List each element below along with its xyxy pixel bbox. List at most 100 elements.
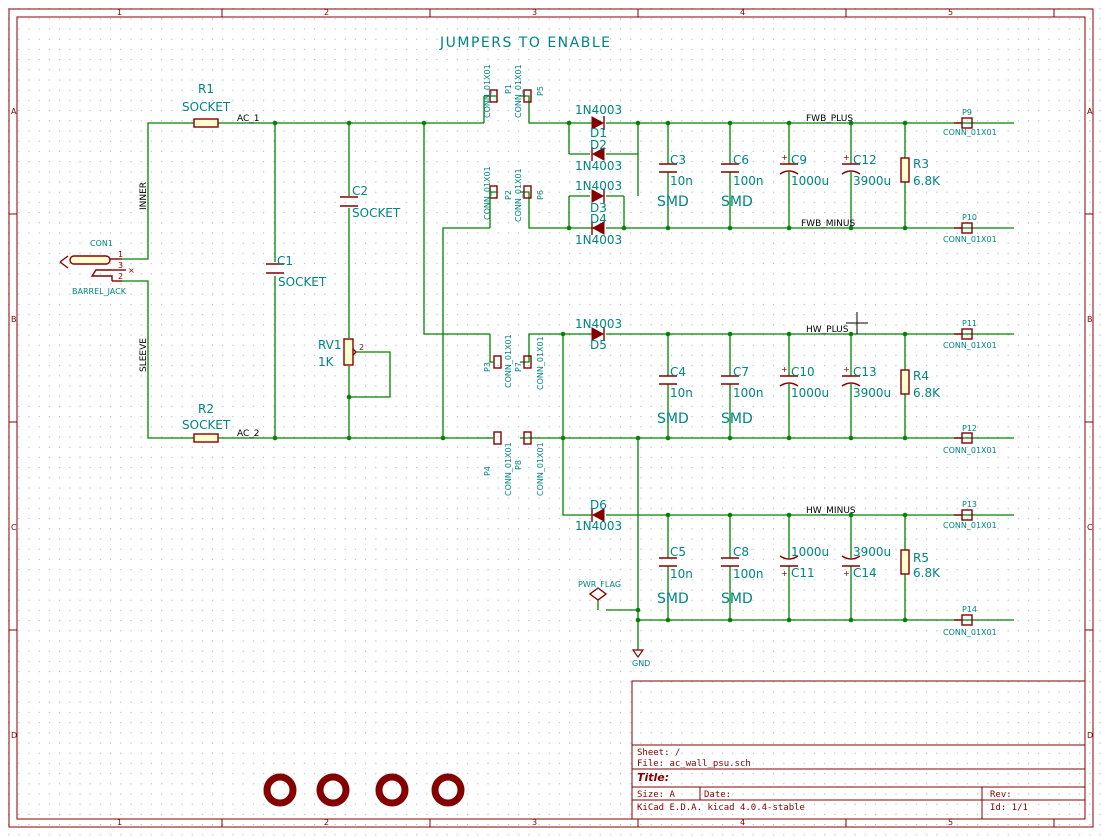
net-label-inner: INNER — [139, 182, 149, 210]
ruler-col-2-top: 2 — [324, 8, 329, 17]
svg-text:CONN_01X01: CONN_01X01 — [514, 64, 523, 118]
capacitor-c1[interactable]: C1 SOCKET — [266, 254, 327, 289]
diode-d5[interactable]: 1N4003 D5 — [575, 317, 622, 352]
net-label-hw-minus: HW_MINUS — [806, 506, 856, 516]
capacitor-c13[interactable]: + C13 3900u — [841, 365, 891, 400]
svg-text:100n: 100n — [733, 174, 764, 188]
net-label-ac1: AC_1 — [237, 114, 260, 124]
connector-p9[interactable]: P9 CONN_01X01 — [943, 108, 997, 137]
capacitor-c4[interactable]: C4 10n SMD — [657, 365, 693, 427]
capacitor-c2[interactable]: C2 SOCKET — [340, 184, 401, 220]
svg-text:C3: C3 — [670, 153, 686, 167]
tb-rev: Rev: — [990, 790, 1012, 800]
svg-text:+: + — [781, 569, 788, 578]
resistor-r2[interactable]: R2 SOCKET — [182, 402, 231, 443]
resistor-r3[interactable]: R3 6.8K — [900, 157, 941, 188]
svg-text:3: 3 — [118, 261, 123, 270]
connector-p11[interactable]: P11 CONN_01X01 — [943, 319, 997, 350]
capacitor-c3[interactable]: C3 10n SMD — [657, 153, 693, 210]
capacitor-c14[interactable]: + 3900u C14 — [841, 545, 891, 580]
resistor-r1[interactable]: R1 SOCKET — [182, 82, 231, 128]
svg-text:×: × — [128, 266, 135, 275]
svg-text:P3: P3 — [483, 362, 492, 372]
connector-p6[interactable]: CONN_01X01 P6 — [514, 168, 545, 222]
svg-text:P7: P7 — [514, 362, 523, 372]
capacitor-c8[interactable]: C8 100n SMD — [721, 545, 764, 607]
diode-d3[interactable]: 1N4003 D3 — [575, 179, 622, 215]
diode-d6[interactable]: D6 1N4003 — [575, 498, 622, 533]
diode-d4[interactable]: D4 1N4003 — [575, 212, 622, 247]
resistor-r5[interactable]: R5 6.8K — [900, 549, 941, 580]
ruler-col-1-top: 1 — [117, 8, 122, 17]
con1-value: BARREL_JACK — [72, 287, 127, 296]
barrel-jack-con1[interactable]: 1 3 2 × CON1 BARREL_JACK — [59, 239, 135, 296]
svg-text:CONN_01X01: CONN_01X01 — [504, 442, 513, 496]
connector-p7[interactable]: P7 CONN_01X01 — [514, 336, 545, 390]
svg-text:P2: P2 — [504, 190, 513, 200]
svg-text:C11: C11 — [791, 566, 815, 580]
svg-text:2: 2 — [359, 343, 364, 352]
svg-text:C13: C13 — [853, 365, 877, 379]
ruler-row-b-right: B — [1087, 315, 1093, 324]
connector-p12[interactable]: P12 CONN_01X01 — [943, 424, 997, 455]
ruler-row-d-left: D — [11, 731, 17, 740]
svg-text:3900u: 3900u — [853, 386, 891, 400]
connector-p10[interactable]: P10 CONN_01X01 — [943, 213, 997, 244]
ruler-row-a-right: A — [1087, 107, 1093, 116]
junctions — [272, 120, 908, 623]
svg-text:P9: P9 — [962, 108, 972, 117]
svg-text:C6: C6 — [733, 153, 749, 167]
ruler-col-2-bottom: 2 — [324, 818, 329, 827]
svg-text:C9: C9 — [791, 153, 807, 167]
connector-p13[interactable]: P13 CONN_01X01 — [943, 500, 997, 530]
tb-sheet: Sheet: / — [637, 748, 680, 758]
ruler-row-c-right: C — [1087, 523, 1093, 532]
capacitor-c5[interactable]: C5 10n SMD — [657, 545, 693, 607]
connector-p8[interactable]: P8 CONN_01X01 — [514, 431, 545, 496]
c1-value: SOCKET — [278, 275, 327, 289]
svg-text:SMD: SMD — [657, 194, 689, 210]
potentiometer-rv1[interactable]: 2 RV1 1K — [318, 338, 364, 369]
svg-text:P4: P4 — [483, 466, 492, 476]
mounting-hole-icon — [263, 773, 297, 807]
svg-text:6.8K: 6.8K — [913, 386, 941, 400]
mounting-hole-icon — [316, 773, 350, 807]
tb-size: Size: A — [637, 790, 676, 800]
d1-ref: D1 — [590, 126, 607, 140]
r1-ref: R1 — [198, 82, 214, 96]
svg-text:CONN_01X01: CONN_01X01 — [514, 168, 523, 222]
d6-ref: D6 — [590, 498, 607, 512]
svg-text:SMD: SMD — [657, 411, 689, 427]
svg-text:P5: P5 — [536, 86, 545, 96]
capacitor-c9[interactable]: + C9 1000u — [779, 153, 829, 188]
svg-text:C5: C5 — [670, 545, 686, 559]
diode-d1[interactable]: 1N4003 D1 — [575, 103, 622, 140]
d4-ref: D4 — [590, 212, 607, 226]
ground-symbol-icon[interactable]: GND — [631, 649, 650, 668]
capacitor-c7[interactable]: C7 100n SMD — [721, 365, 764, 427]
power-flag[interactable]: PWR_FLAG — [578, 580, 621, 601]
ruler-col-5-bottom: 5 — [948, 818, 953, 827]
connector-p5[interactable]: CONN_01X01 P5 — [514, 64, 545, 118]
svg-text:6.8K: 6.8K — [913, 174, 941, 188]
svg-text:R3: R3 — [913, 157, 929, 171]
connector-p14[interactable]: P14 CONN_01X01 — [943, 605, 997, 637]
diode-d2[interactable]: D2 1N4003 — [575, 138, 622, 173]
svg-text:100n: 100n — [733, 386, 764, 400]
rv1-value: 1K — [318, 355, 335, 369]
tb-title: Title: — [637, 771, 669, 784]
svg-text:P11: P11 — [962, 319, 977, 328]
c1-ref: C1 — [277, 254, 293, 268]
svg-text:+: + — [781, 153, 788, 162]
cursor-crosshair-icon — [846, 312, 868, 334]
svg-text:CONN_01X01: CONN_01X01 — [504, 334, 513, 388]
net-label-sleeve: SLEEVE — [139, 338, 149, 372]
svg-text:P13: P13 — [962, 500, 977, 509]
capacitor-c10[interactable]: + C10 1000u — [779, 365, 829, 400]
resistor-r4[interactable]: R4 6.8K — [900, 369, 941, 400]
capacitor-c12[interactable]: + C12 3900u — [841, 153, 891, 188]
svg-text:C10: C10 — [791, 365, 815, 379]
capacitor-c11[interactable]: + 1000u C11 — [779, 545, 829, 580]
net-label-fwb-minus: FWB_MINUS — [801, 219, 855, 229]
capacitor-c6[interactable]: C6 100n SMD — [721, 153, 764, 210]
